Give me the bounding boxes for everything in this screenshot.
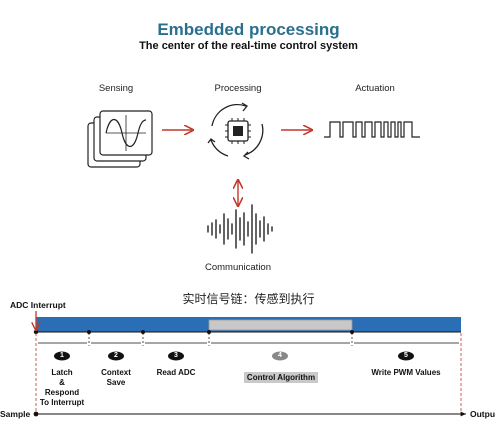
step-label-1-line-4: To Interrupt — [39, 398, 85, 407]
pwm-waveform-icon — [324, 121, 420, 138]
step-number-1: 1 — [60, 352, 64, 359]
step-label-1-line-3: Respond — [44, 388, 80, 397]
timeline-dividers — [35, 333, 462, 414]
step-label-1: Latch & Respond To Interrupt — [32, 368, 92, 408]
step-badge-4 — [272, 351, 288, 361]
step-label-5-line-1: Write PWM Values — [371, 368, 441, 377]
step-label-1-line-2: & — [59, 378, 65, 387]
step-label-3-line-1: Read ADC — [156, 368, 196, 377]
step-label-2: Context Save — [91, 368, 141, 388]
step-badge-2 — [108, 351, 124, 361]
actuation-label: Actuation — [355, 83, 395, 94]
time-axis-origin — [33, 411, 39, 417]
sensing-label: Sensing — [98, 83, 134, 94]
step-label-3: Read ADC — [144, 368, 208, 378]
timeline-markers — [33, 329, 354, 335]
axis-end-label: Outpu — [470, 409, 496, 419]
sensing-icon — [87, 110, 153, 168]
diagram-subtitle: The center of the real-time control syst… — [139, 40, 358, 52]
step-label-1-line-1: Latch — [51, 368, 73, 377]
step-number-4: 4 — [278, 352, 282, 359]
diagram-title: Embedded processing — [157, 20, 340, 39]
step-label-4: Control Algorithm — [210, 367, 352, 385]
step-badge-3 — [168, 351, 184, 361]
step-number-2: 2 — [114, 352, 118, 359]
step-label-5: Write PWM Values — [356, 368, 456, 378]
processing-label: Processing — [214, 83, 262, 94]
adc-interrupt-label: ADC Interrupt — [10, 300, 66, 310]
communication-waveform-icon — [207, 204, 273, 254]
step-label-2-line-1: Context — [101, 368, 131, 377]
step-number-5: 5 — [404, 352, 408, 359]
axis-start-label: Sample — [0, 409, 31, 419]
communication-label: Communication — [205, 262, 271, 273]
step-label-4-line-1: Control Algorithm — [243, 372, 319, 383]
step-badge-1 — [54, 351, 70, 361]
signal-chain-title: 实时信号链：传感到执行 — [182, 292, 315, 306]
step-badge-5 — [398, 351, 414, 361]
step-label-2-line-2: Save — [106, 378, 126, 387]
control-algorithm-segment — [208, 319, 353, 331]
processing-icon — [207, 102, 264, 160]
step-number-3: 3 — [174, 352, 178, 359]
